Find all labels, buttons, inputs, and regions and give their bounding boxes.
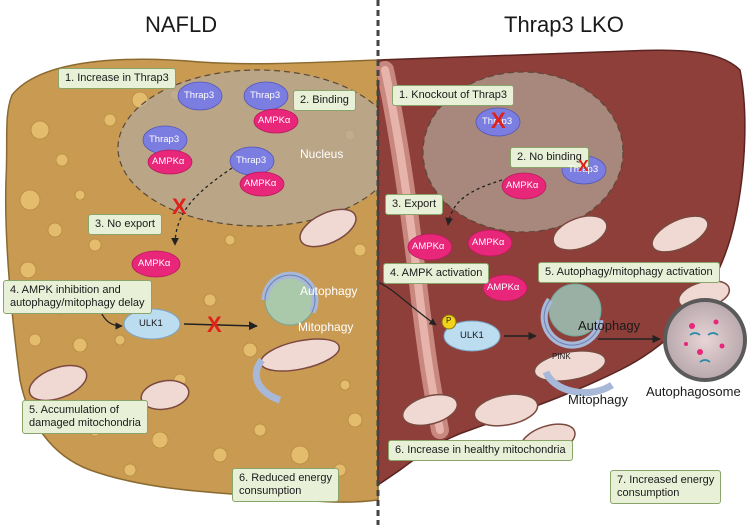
right-step-4: 4. AMPK activation [383, 263, 490, 284]
pink-label: PINK [552, 352, 571, 361]
thrap3-label-left-2: Thrap3 [250, 90, 281, 101]
no-export-arrow [171, 167, 233, 246]
nucleus-label: Nucleus [300, 147, 344, 161]
mitophagy-label-left: Mitophagy [298, 320, 354, 334]
left-step-4-line2: autophagy/mitophagy delay [10, 297, 145, 309]
thrap3-label-left-4: Thrap3 [236, 155, 267, 166]
ulk1-label-right: ULK1 [460, 330, 484, 341]
mitophagy-label-right: Mitophagy [568, 392, 628, 407]
left-step-3: 3. No export [88, 214, 162, 235]
right-step-3: 3. Export [385, 194, 444, 215]
ampk-label-right-2: AMPKα [412, 241, 445, 252]
right-step-7: 7. Increased energy consumption [610, 470, 722, 504]
left-step-4: 4. AMPK inhibition and autophagy/mitopha… [3, 280, 152, 314]
block-mark-export: X [172, 194, 187, 219]
ulk1-label-left: ULK1 [139, 318, 163, 329]
right-step-1: 1. Knockout of Thrap3 [392, 85, 515, 106]
thrap3-label-left-1: Thrap3 [184, 90, 215, 101]
left-step-2: 2. Binding [293, 90, 356, 111]
block-mark-thrap3: X [491, 108, 506, 133]
left-panel-title: NAFLD [145, 12, 218, 37]
phospho-marker [441, 314, 457, 330]
right-step-6: 6. Increase in healthy mitochondria [388, 440, 573, 461]
mitochondria-left [28, 208, 357, 411]
left-step-5-line1: 5. Accumulation of [29, 404, 119, 416]
block-mark-ulk1: X [207, 312, 222, 337]
ampk-label-left-3: AMPKα [244, 178, 277, 189]
right-step-7-line1: 7. Increased energy [617, 474, 715, 486]
thrap3-molecules-left [142, 81, 289, 176]
autophagosome-contents [684, 319, 725, 355]
block-mark-binding: X [578, 158, 589, 175]
ampk-label-right-1: AMPKα [506, 180, 539, 191]
blood-vessel-inner [381, 66, 444, 434]
right-step-5: 5. Autophagy/mitophagy activation [538, 262, 720, 283]
left-step-5: 5. Accumulation of damaged mitochondria [22, 400, 148, 434]
autophagosome [663, 298, 747, 382]
left-step-6-line1: 6. Reduced energy [239, 472, 332, 484]
autophagy-right [540, 283, 614, 397]
thrap3-label-left-3: Thrap3 [149, 134, 180, 145]
autophagosome-label: Autophagosome [646, 384, 741, 399]
autophagy-label-left: Autophagy [300, 284, 358, 298]
export-arrow [445, 179, 503, 226]
ampk-label-left-4: AMPKα [138, 258, 171, 269]
ampk-label-right-3: AMPKα [472, 237, 505, 248]
autophagy-left [252, 271, 319, 404]
thrap3-label-right-1: Thrap3 [482, 116, 513, 127]
ampk-activation-arrow [377, 281, 437, 326]
ulk1-right [443, 320, 501, 352]
left-step-5-line2: damaged mitochondria [29, 417, 141, 429]
ulk1-to-autophagy-arrow [183, 321, 258, 331]
autophagy-label-right: Autophagy [578, 318, 641, 333]
left-step-1: 1. Increase in Thrap3 [58, 68, 176, 89]
ampk-molecules-left [131, 108, 299, 278]
thrap3-label-right-2: Thrap3 [568, 164, 599, 175]
autophagosome-debris [689, 332, 719, 363]
left-step-4-line1: 4. AMPK inhibition and [10, 284, 121, 296]
right-panel-title: Thrap3 LKO [504, 12, 624, 37]
ampk-molecules-right [407, 172, 547, 302]
right-step-2: 2. No binding [510, 147, 589, 168]
ampk-label-right-4: AMPKα [487, 282, 520, 293]
left-step-6: 6. Reduced energy consumption [232, 468, 339, 502]
ampk-label-left-1: AMPKα [258, 115, 291, 126]
phospho-label: P [446, 316, 452, 325]
right-step-7-line2: consumption [617, 487, 680, 499]
left-step-6-line2: consumption [239, 485, 302, 497]
ulk1-left [123, 308, 181, 340]
ampk-label-left-2: AMPKα [152, 156, 185, 167]
